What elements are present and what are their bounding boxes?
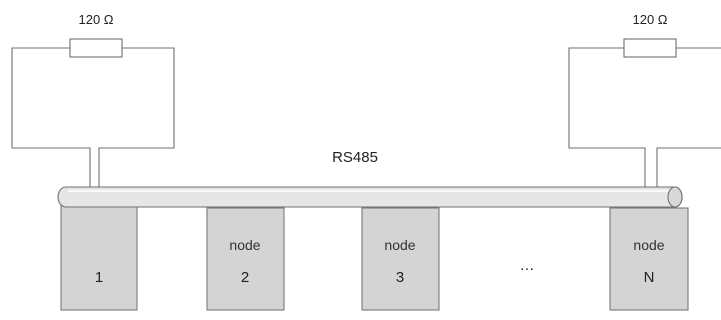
node-2-number: 2 [241,269,249,286]
bus-label: RS485 [332,149,378,166]
left-resistor [69,38,123,58]
bus-cable-end-cap [667,186,683,208]
left-termination: 120 Ω [11,12,175,188]
node-n-box [609,207,689,311]
node-1-box [60,204,138,311]
node-n-number: N [644,269,655,286]
node-n-title: node [633,237,664,253]
node-3: node 3 [361,207,440,311]
right-termination-wire [568,47,646,188]
ellipsis-label: … [520,257,535,274]
node-3-title: node [384,237,415,253]
right-resistor [623,38,677,58]
right-resistor-label: 120 Ω [632,12,667,27]
node-1-number: 1 [95,269,103,286]
right-termination-wire-inner [656,147,721,188]
node-n: node N [609,207,689,311]
left-termination-wire-inner [98,47,175,188]
node-2: node 2 [206,207,285,311]
left-resistor-label: 120 Ω [78,12,113,27]
node-3-box [361,207,440,311]
node-3-number: 3 [396,269,404,286]
node-2-title: node [229,237,260,253]
left-termination-wire [11,47,91,188]
right-termination: 120 Ω [568,12,721,188]
node-2-box [206,207,285,311]
bus-cable [57,186,683,208]
node-1: 1 [60,204,138,311]
